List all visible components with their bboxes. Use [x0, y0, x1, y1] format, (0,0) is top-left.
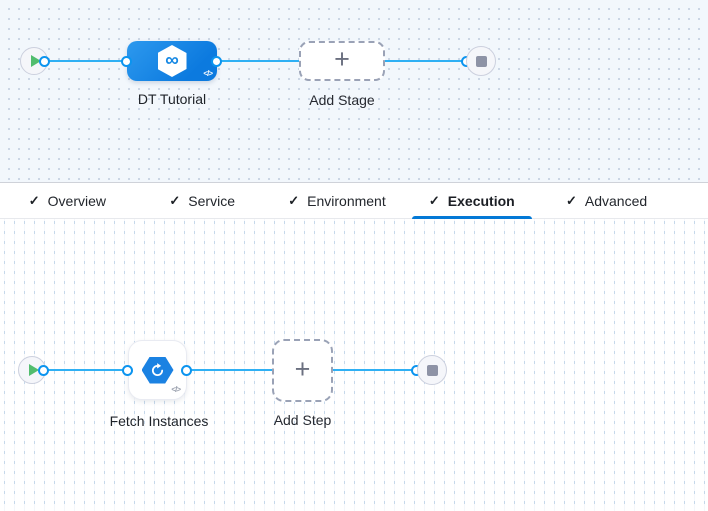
- refresh-arrow-icon: [151, 362, 164, 376]
- tab-advanced[interactable]: ✓ Advanced: [565, 192, 648, 209]
- code-icon: </>: [171, 385, 181, 394]
- code-icon: </>: [203, 69, 213, 78]
- step-name-label: Fetch Instances: [109, 413, 209, 429]
- active-tab-underline: [411, 216, 532, 219]
- add-step-button[interactable]: +: [272, 339, 333, 402]
- start-node-port[interactable]: [39, 56, 50, 67]
- pipeline-end-node[interactable]: [466, 46, 496, 76]
- tab-execution[interactable]: ✓ Execution: [404, 183, 539, 219]
- tab-service[interactable]: ✓ Service: [169, 192, 235, 209]
- stop-icon: [475, 55, 487, 67]
- add-stage-button[interactable]: +: [299, 41, 385, 81]
- stage-node-dt-tutorial[interactable]: ∞ </>: [127, 41, 217, 81]
- plus-icon: +: [294, 353, 311, 384]
- stage-wire-3: [384, 60, 468, 62]
- add-step-label: Add Step: [273, 412, 332, 428]
- infinity-icon: ∞: [165, 49, 179, 71]
- check-icon: ✓: [428, 192, 440, 208]
- cd-stage-icon: ∞: [157, 45, 187, 77]
- fetch-instances-icon: [141, 356, 174, 384]
- play-icon: [28, 364, 39, 376]
- check-icon: ✓: [565, 192, 577, 208]
- stage-graph-canvas: ∞ </> DT Tutorial + Add Stage: [0, 0, 708, 182]
- step-port-right[interactable]: [181, 365, 192, 376]
- stage-wire-2: [216, 60, 300, 62]
- execution-graph-canvas: </> Fetch Instances + Add Step: [0, 219, 708, 511]
- execution-end-node[interactable]: [417, 355, 447, 385]
- play-icon: [30, 55, 41, 67]
- step-wire-1: [43, 369, 128, 371]
- plus-icon: +: [334, 44, 350, 74]
- check-icon: ✓: [28, 192, 40, 208]
- step-port-left[interactable]: [122, 365, 133, 376]
- stage-wire-1: [44, 60, 128, 62]
- check-icon: ✓: [169, 192, 181, 208]
- step-wire-2: [186, 369, 272, 371]
- exec-start-port[interactable]: [38, 365, 49, 376]
- tab-environment[interactable]: ✓ Environment: [288, 192, 386, 209]
- tab-overview[interactable]: ✓ Overview: [28, 192, 107, 209]
- stage-config-tabbar: ✓ Overview ✓ Service ✓ Environment ✓ Exe…: [0, 182, 708, 219]
- stage-name-label: DT Tutorial: [137, 91, 207, 107]
- step-node-fetch-instances[interactable]: </>: [128, 340, 187, 400]
- add-stage-label: Add Stage: [309, 92, 375, 108]
- stop-icon: [426, 364, 438, 376]
- check-icon: ✓: [288, 192, 300, 208]
- stage-port-left[interactable]: [121, 56, 132, 67]
- step-wire-3: [332, 369, 413, 371]
- stage-port-right[interactable]: [211, 56, 222, 67]
